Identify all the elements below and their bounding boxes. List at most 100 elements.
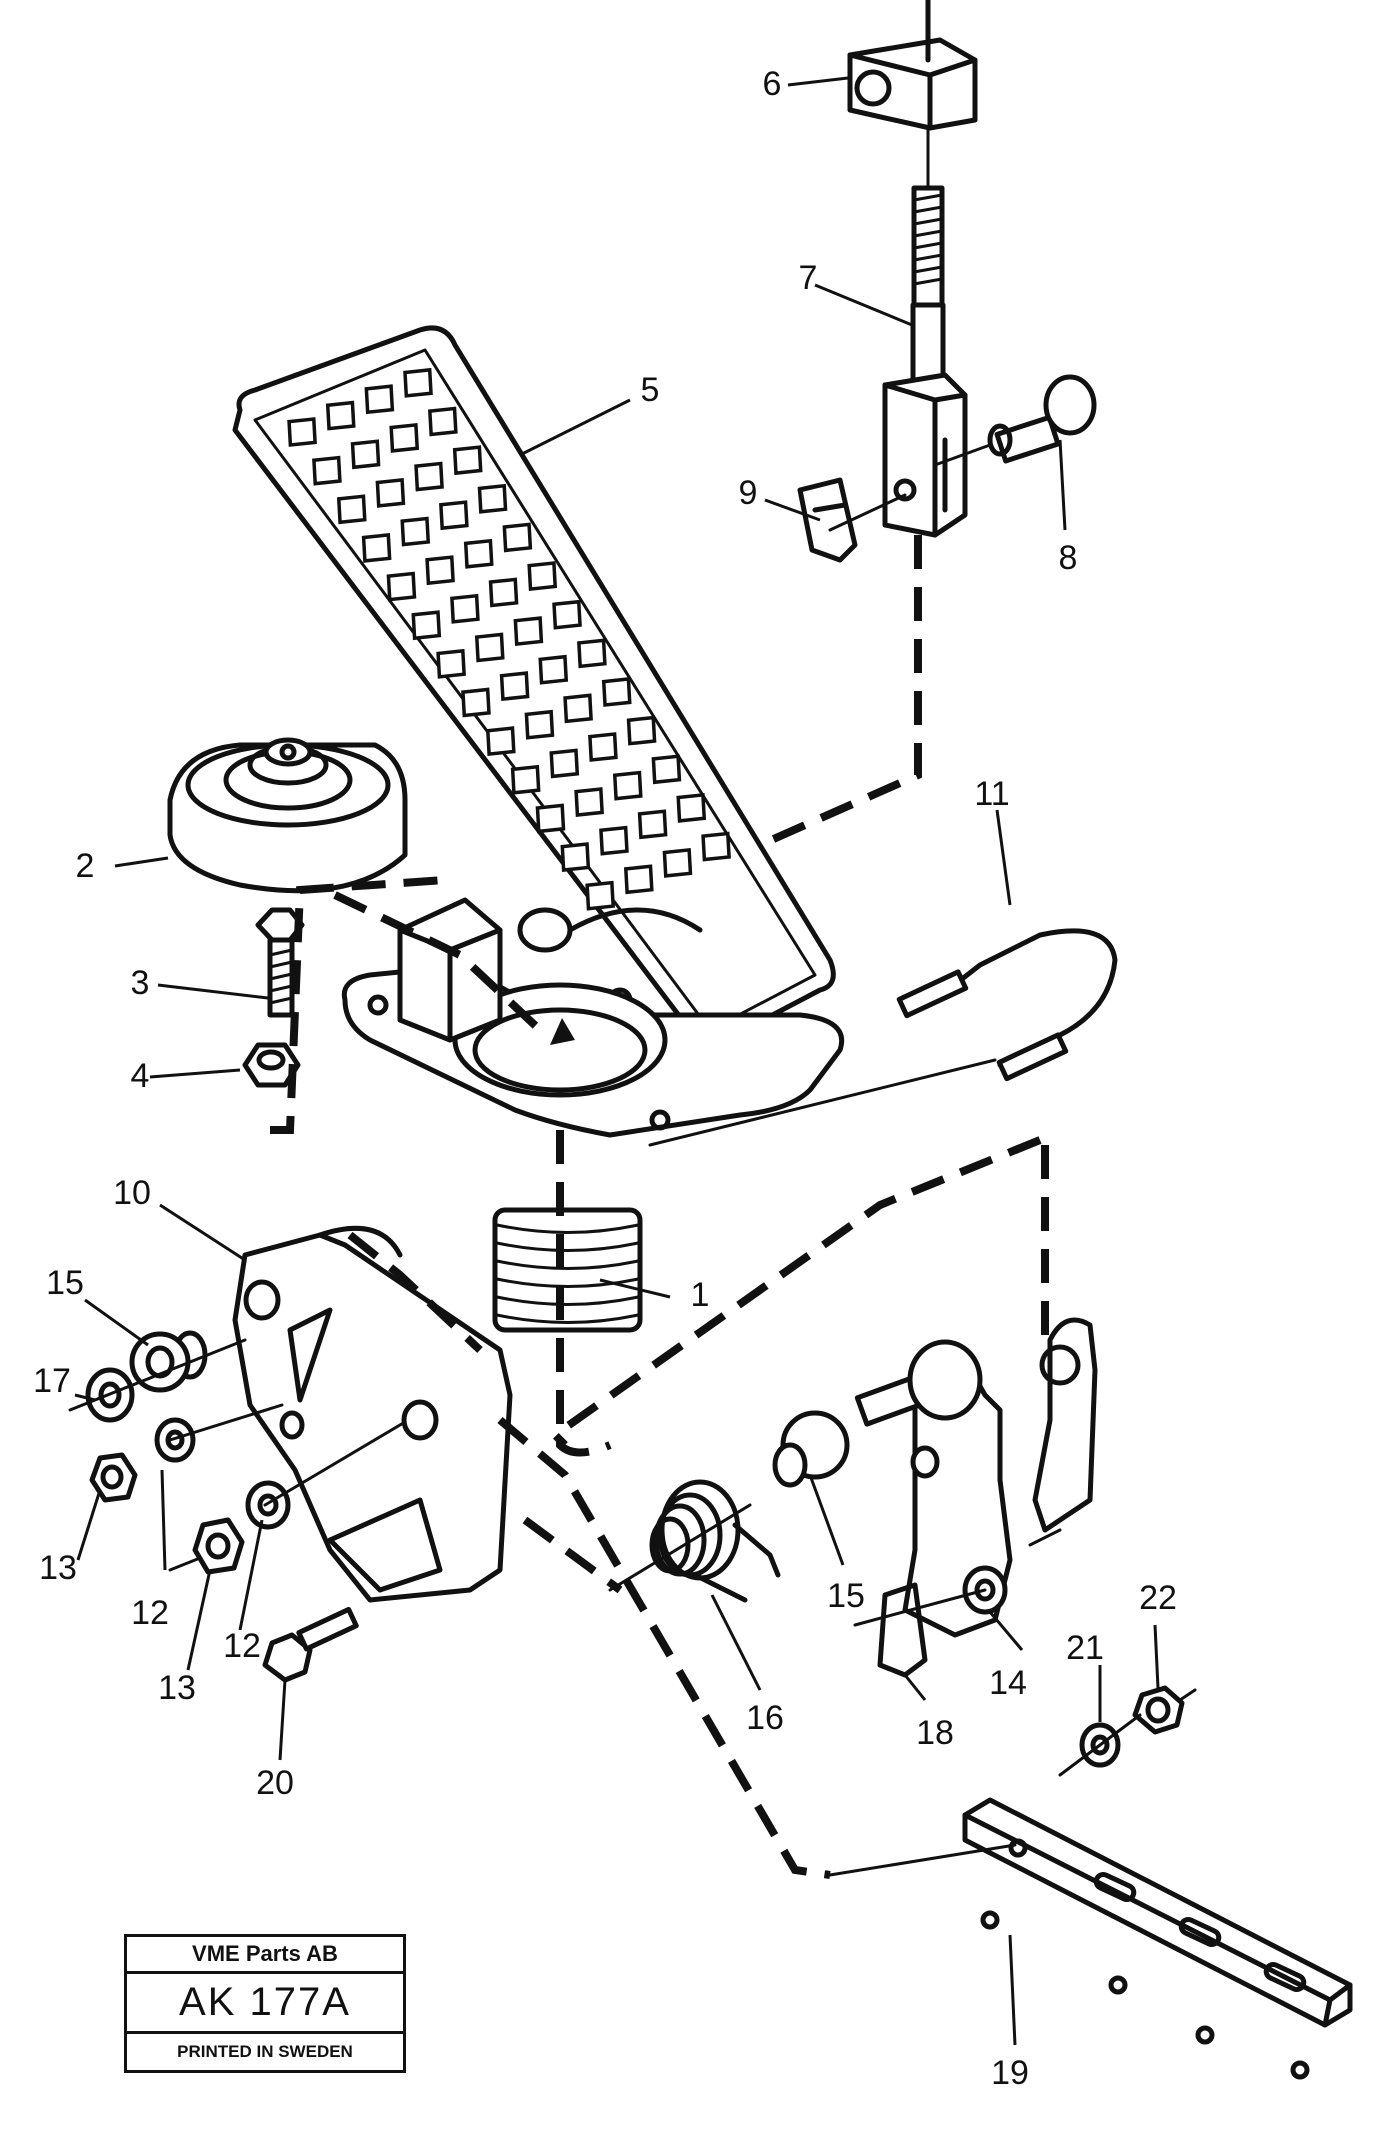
grip-square: [601, 677, 632, 707]
grip-square: [477, 483, 508, 514]
label-6: 6: [763, 65, 782, 103]
grip-square: [403, 367, 433, 398]
grip-square: [563, 693, 593, 724]
grip-square: [411, 610, 442, 641]
part-18-clip: [853, 1582, 987, 1678]
grip-square: [461, 687, 491, 718]
grip-square: [538, 654, 569, 685]
grip-square: [577, 638, 607, 669]
grip-square: [560, 842, 591, 872]
part-15-spacer-right: [772, 1410, 850, 1488]
label-22: 22: [1139, 1579, 1177, 1617]
part-9-clip: [797, 477, 907, 563]
grip-square: [524, 709, 555, 740]
label-17: 17: [33, 1362, 71, 1400]
label-13b: 13: [158, 1669, 196, 1707]
grip-square: [375, 477, 406, 508]
clevis: [882, 372, 968, 538]
label-10: 10: [113, 1174, 151, 1212]
part-22-nut: [1132, 1685, 1197, 1735]
title-block-stamp: VME Parts AB AK 177A PRINTED IN SWEDEN: [124, 1934, 406, 2073]
grip-square: [552, 599, 582, 630]
label-15b: 15: [827, 1577, 865, 1615]
grip-square: [312, 455, 342, 486]
grip-square: [513, 616, 544, 647]
label-12a: 12: [131, 1594, 169, 1632]
grip-square: [588, 732, 618, 762]
grip-square: [549, 748, 580, 779]
label-4: 4: [131, 1057, 150, 1095]
grip-square: [364, 384, 395, 415]
grip-square: [425, 555, 455, 586]
grip-square: [488, 577, 519, 608]
label-14: 14: [989, 1664, 1027, 1702]
part-16-torsion-spring: [649, 1479, 781, 1603]
grip-square: [499, 671, 530, 702]
label-12b: 12: [223, 1627, 261, 1665]
part-2-rubber-cap: [167, 737, 408, 894]
label-19: 19: [991, 2054, 1029, 2092]
label-8: 8: [1059, 539, 1078, 577]
lever-assembly: [854, 1317, 1098, 1638]
grip-square: [439, 500, 469, 531]
grip-square: [350, 439, 381, 470]
pedal-base: [341, 897, 844, 1138]
grip-square: [502, 522, 533, 553]
grip-square: [623, 864, 654, 895]
grip-square: [386, 571, 417, 602]
assembly-solid-lines: [608, 1503, 1062, 1877]
grip-square: [450, 593, 480, 624]
grip-square: [637, 809, 668, 840]
grip-square: [463, 538, 494, 569]
label-1: 1: [691, 1276, 710, 1314]
leader-lines: [74, 76, 1160, 2046]
label-9: 9: [739, 474, 758, 512]
label-13a: 13: [39, 1549, 77, 1587]
part-13-nut-upper: [89, 1452, 138, 1503]
label-3: 3: [131, 964, 150, 1002]
part-8-pin: [933, 374, 1097, 467]
grip-square: [452, 445, 483, 476]
part-10-bracket: [232, 1225, 513, 1603]
grip-square: [585, 880, 615, 911]
stamp-company: VME Parts AB: [127, 1937, 403, 1974]
part-13-nut-lower: [168, 1517, 245, 1575]
part-20-bolt: [262, 1606, 359, 1683]
part-11-u-spring: [648, 928, 1118, 1147]
stamp-printed: PRINTED IN SWEDEN: [177, 2042, 353, 2061]
grip-square: [428, 406, 458, 437]
grip-square: [612, 770, 643, 801]
part-7-threaded-rod: [910, 126, 946, 388]
stamp-code: AK 177A: [127, 1974, 403, 2034]
part-3-bolt: [255, 907, 305, 1018]
grip-square: [485, 726, 516, 757]
grip-square: [400, 516, 431, 547]
grip-square: [676, 792, 707, 823]
label-20: 20: [256, 1764, 294, 1802]
grip-square: [287, 417, 317, 447]
part-21-washer: [1058, 1713, 1142, 1777]
assembly-dashed-lines: [270, 535, 1049, 1879]
grip-square: [474, 632, 505, 663]
grip-square: [527, 561, 558, 591]
label-16: 16: [746, 1699, 784, 1737]
part-4-nut: [242, 1042, 301, 1088]
grip-square: [599, 825, 629, 856]
grip-square: [436, 648, 466, 679]
grip-square: [535, 803, 566, 834]
grip-square: [574, 787, 604, 817]
part-19-mounting-plate: [962, 1797, 1353, 2080]
grip-square: [325, 400, 356, 431]
grip-square: [510, 764, 541, 795]
grip-square: [626, 715, 657, 746]
label-18: 18: [916, 1714, 954, 1752]
label-2: 2: [76, 847, 95, 885]
grip-square: [361, 532, 392, 563]
pedal-grip-pattern: [287, 367, 731, 911]
part-1-stem: [492, 1207, 643, 1333]
part-17-lock-washer: [68, 1338, 247, 1423]
grip-square: [414, 461, 444, 492]
part-12-washer-lower: [245, 1420, 407, 1530]
grip-square: [651, 754, 682, 785]
